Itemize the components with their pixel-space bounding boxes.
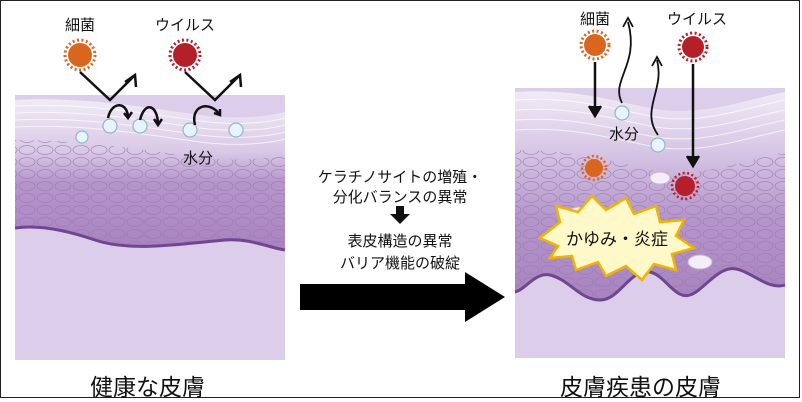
healthy-virus-label: ウイルス xyxy=(155,16,215,34)
diseased-bacteria-icon xyxy=(579,29,611,61)
cause-text-line1: ケラチノサイトの増殖・ xyxy=(317,168,483,186)
result-text-line2: バリア機能の破綻 xyxy=(339,254,460,272)
healthy-bacteria-icon xyxy=(63,38,97,72)
diseased-water-label: 水分 xyxy=(609,125,639,143)
diseased-arrows xyxy=(587,16,701,169)
right-arrow-icon xyxy=(300,272,505,322)
down-arrow-icon xyxy=(390,206,410,224)
burst-label: かゆみ・炎症 xyxy=(566,230,668,250)
healthy-water-droplets xyxy=(75,118,244,144)
healthy-deflect-arrows xyxy=(79,71,243,128)
diseased-caption: 皮膚疾患の皮膚 xyxy=(560,375,721,401)
healthy-bacteria-label: 細菌 xyxy=(65,16,95,34)
healthy-water-label: 水分 xyxy=(183,149,213,167)
healthy-caption: 健康な皮膚 xyxy=(90,375,205,401)
healthy-virus-icon xyxy=(168,38,202,72)
invading-virus-icon xyxy=(670,171,700,201)
diseased-water-droplets xyxy=(614,105,666,153)
healthy-skin-block xyxy=(14,95,286,360)
invading-bacteria-icon xyxy=(580,154,608,182)
diseased-bacteria-label: 細菌 xyxy=(580,10,610,28)
cause-text-line2: 分化バランスの異常 xyxy=(332,188,468,206)
result-text-line1: 表皮構造の異常 xyxy=(347,232,453,250)
itch-inflammation-burst xyxy=(537,194,697,282)
diseased-virus-label: ウイルス xyxy=(667,10,727,28)
diseased-virus-icon xyxy=(677,31,709,63)
